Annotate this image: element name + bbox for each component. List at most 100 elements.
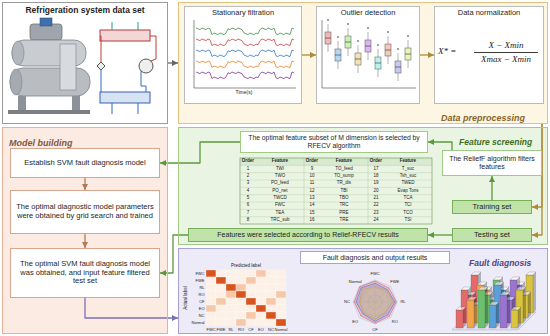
table-cell: TWCD	[256, 196, 304, 201]
chiller-schematic	[101, 70, 102, 92]
chiller-illustration	[72, 96, 80, 112]
box-fill	[178, 248, 548, 334]
matrix-cell	[236, 270, 246, 277]
box-median	[365, 46, 371, 47]
matrix-cell	[256, 298, 266, 305]
matrix-cell	[266, 277, 276, 284]
table-cell: 10	[304, 174, 320, 179]
table-cell: Feature	[384, 159, 432, 164]
radar-label: NC	[344, 300, 350, 304]
chiller-schematic	[97, 22, 156, 114]
chiller-schematic	[112, 103, 138, 114]
flow-arrow	[428, 234, 452, 235]
matrix-cell	[266, 284, 276, 291]
matrix-cell	[236, 319, 246, 326]
box-median	[325, 38, 331, 39]
matrix-cell	[266, 305, 276, 312]
table-cell: TWED	[384, 181, 432, 186]
table-cell: T_suc	[384, 167, 432, 172]
class-label: RL	[199, 286, 204, 290]
chart-axis	[322, 20, 416, 88]
matrix-cell	[256, 284, 266, 291]
data-panel: Refrigeration system data set	[2, 2, 168, 124]
box-fill	[10, 148, 160, 178]
matrix-cell	[206, 291, 216, 298]
process-box: Features were selected according to Reli…	[188, 228, 428, 242]
flow-arrow	[302, 54, 316, 55]
panel-title: Feature screening	[459, 138, 532, 148]
table-cell: 3	[240, 181, 256, 186]
box-text: Fault diagnosis and output results	[323, 254, 428, 262]
class-label: Normal	[192, 321, 205, 325]
bar	[478, 290, 485, 328]
table-cell: 1	[240, 167, 256, 172]
box-median	[395, 67, 401, 68]
table-cell: 13	[304, 196, 320, 201]
class-label: FWE	[217, 328, 226, 332]
bar-side	[463, 307, 466, 328]
box-fill	[184, 6, 302, 104]
class-label: RO	[199, 293, 205, 297]
flow-arrow	[84, 178, 85, 190]
matrix-cell	[216, 319, 226, 326]
matrix-cell	[246, 291, 256, 298]
matrix-cell	[266, 270, 276, 277]
radar-label: FWE	[390, 280, 399, 284]
box-text: The ReliefF algorithm filters features	[446, 155, 538, 171]
formula-text: X − Xmin	[488, 41, 523, 50]
chart-line	[196, 28, 294, 35]
table-rule	[304, 158, 305, 224]
bar	[456, 310, 463, 328]
table-cell: TBI	[320, 189, 368, 194]
matrix-cell	[206, 270, 216, 277]
class-label: EO	[199, 307, 205, 311]
box-median	[405, 54, 411, 55]
outlier-dot	[397, 48, 399, 50]
outlier-dot	[367, 27, 369, 29]
data-box: Training set	[452, 200, 532, 214]
box-fill	[442, 150, 542, 176]
matrix-cell	[236, 298, 246, 305]
matrix-cell	[226, 312, 236, 319]
box-body	[365, 40, 371, 52]
matrix-cell	[246, 270, 256, 277]
bar-side	[474, 297, 477, 328]
flow-arrow	[168, 62, 178, 63]
bar	[489, 305, 496, 328]
matrix-cell	[246, 284, 256, 291]
outlier-dot	[377, 44, 379, 46]
chiller-illustration	[18, 96, 26, 112]
box-fill	[178, 127, 548, 245]
chiller-schematic	[139, 59, 153, 73]
table-cell: 9	[304, 167, 320, 172]
table-cell: 11	[304, 181, 320, 186]
table-header	[240, 158, 432, 165]
class-label: RO	[238, 328, 244, 332]
chiller-schematic	[97, 62, 105, 70]
outlier-dot	[357, 40, 359, 42]
process-box: The optimal SVM fault diagnosis model wa…	[10, 248, 160, 298]
radar-grid	[353, 280, 397, 324]
table-cell: 4	[240, 189, 256, 194]
matrix-cell	[206, 305, 216, 312]
fraction-bar	[474, 52, 538, 53]
outlier-dot	[387, 31, 389, 33]
outlier-dot	[337, 36, 339, 38]
class-label: NC	[268, 328, 274, 332]
box-fill	[188, 228, 428, 242]
table-cell: Tsh_suc	[384, 174, 432, 179]
box-median	[355, 59, 361, 60]
box-text: Training set	[473, 203, 512, 212]
table-rule	[240, 180, 432, 181]
panel-title: Data preprocessing	[441, 113, 525, 123]
matrix-cell	[236, 305, 246, 312]
matrix-cell	[256, 312, 266, 319]
matrix-cell	[276, 319, 286, 326]
table-cell: Order	[304, 159, 320, 164]
matrix-cell	[246, 305, 256, 312]
box-fill	[2, 2, 168, 124]
box-body	[375, 57, 381, 69]
box-text: The optimal feature subset of M dimensio…	[244, 134, 424, 150]
box-median	[335, 55, 341, 56]
